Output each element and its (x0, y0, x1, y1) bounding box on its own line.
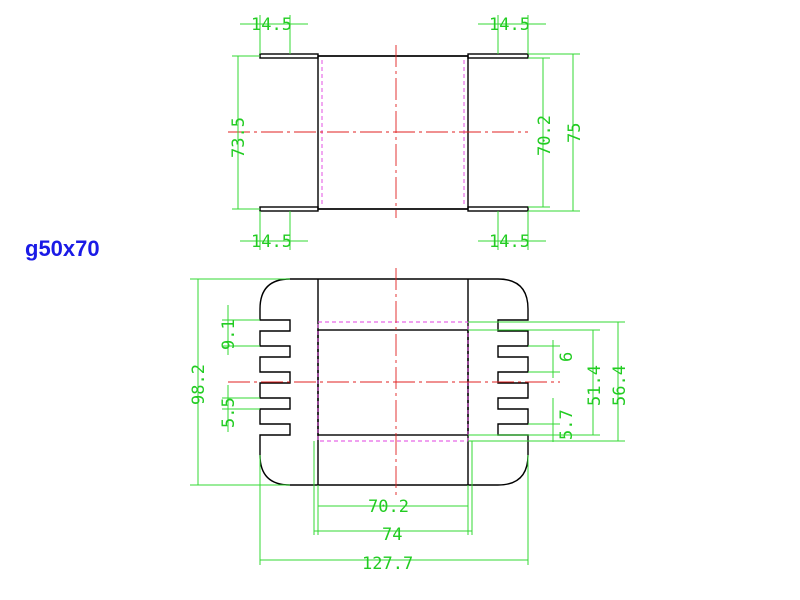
front-window (317, 329, 469, 436)
dim-slot-5-5: 5.5 (219, 397, 239, 428)
dim-top-right-bottom: 14.5 (489, 232, 530, 252)
top-flange-left-lower (259, 206, 319, 212)
top-body (317, 55, 469, 210)
dim-height-75: 75 (565, 123, 585, 143)
dim-width-70-2: 70.2 (368, 497, 409, 517)
dim-height-73-5: 73.5 (229, 117, 249, 158)
top-view: 14.5 14.5 14.5 14.5 73.5 70.2 75 (228, 15, 585, 252)
dim-height-70-2: 70.2 (535, 115, 555, 156)
dim-slot-6: 6 (557, 352, 577, 362)
part-title: g50x70 (25, 236, 100, 261)
dim-height-56-4: 56.4 (610, 365, 630, 406)
dim-height-51-4: 51.4 (585, 365, 605, 406)
dim-height-98-2: 98.2 (189, 364, 209, 405)
dim-width-127-7: 127.7 (362, 554, 413, 574)
front-hidden-window (317, 321, 469, 442)
dim-pitch-9-1: 9.1 (219, 319, 239, 350)
top-flange-right-lower (467, 206, 529, 212)
top-flange-right-upper (467, 53, 529, 59)
dim-top-left-bottom: 14.5 (251, 232, 292, 252)
top-flange-left-upper (259, 53, 319, 59)
front-view: 98.2 9.1 5.5 6 5.7 51.4 56.4 70.2 (189, 268, 630, 574)
front-flange-outline (259, 278, 529, 486)
dim-slot-5-7: 5.7 (557, 409, 577, 440)
dim-top-left-top: 14.5 (251, 15, 292, 35)
dim-top-right-top: 14.5 (489, 15, 530, 35)
dim-width-74: 74 (382, 525, 402, 545)
